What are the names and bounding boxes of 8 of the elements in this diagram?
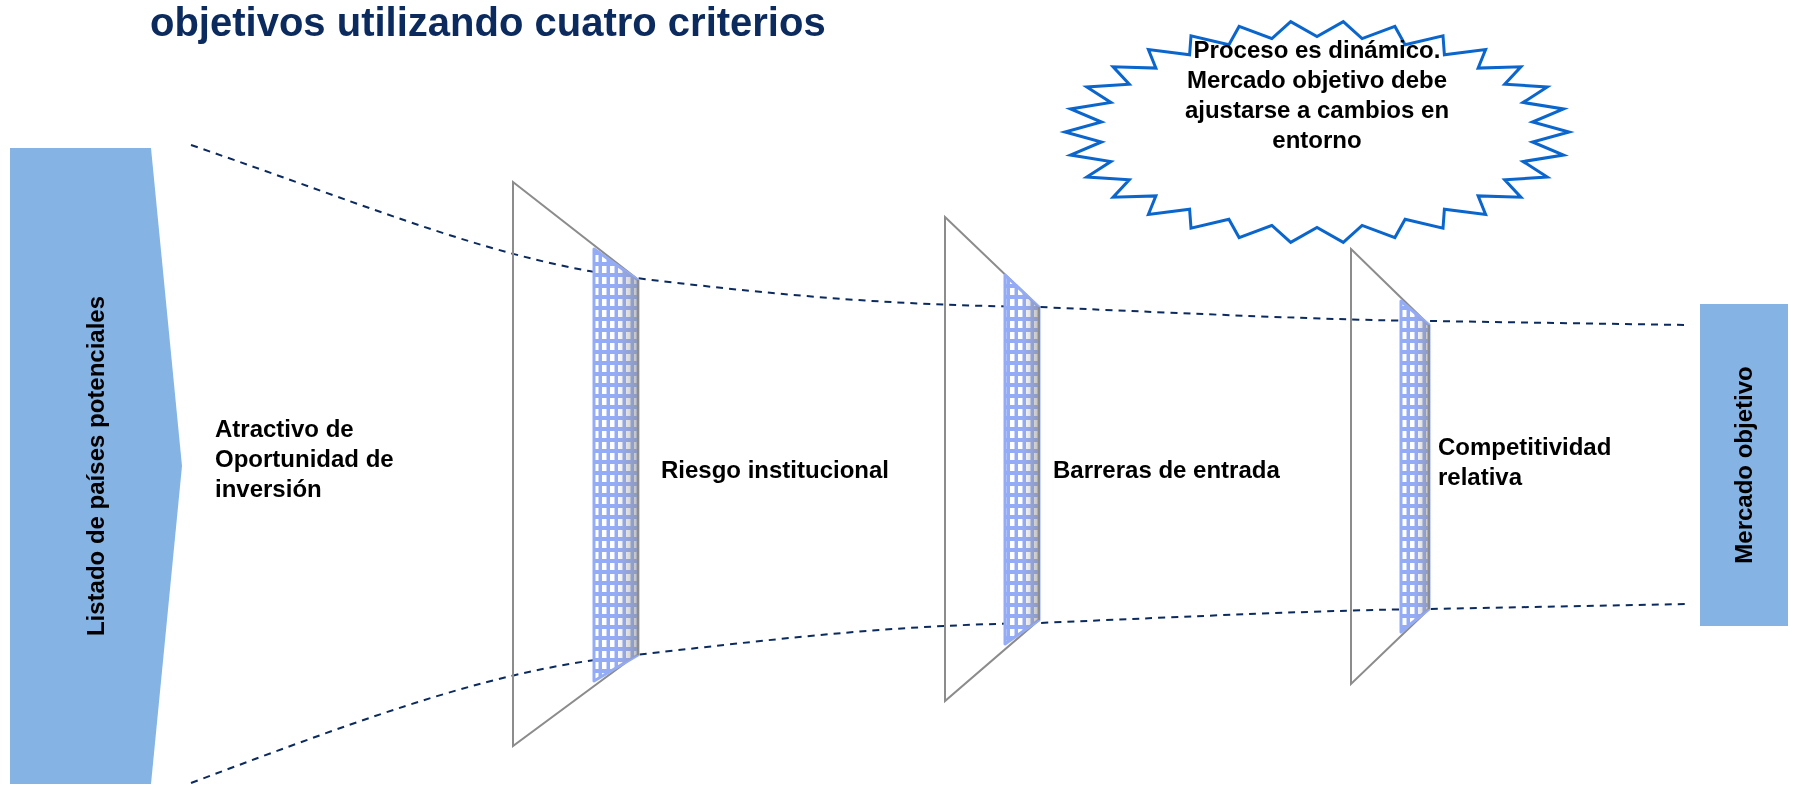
title: objetivos utilizando cuatro criterios <box>150 0 826 44</box>
criterion-label: Atractivo de Oportunidad de inversión <box>215 414 395 504</box>
criterion-label: Competitividad relativa <box>1438 432 1613 492</box>
criterion-label: Riesgo institucional <box>661 455 891 485</box>
node-label: Proceso es dinámico. Mercado objetivo debe ajustarse a cambios en entorno <box>1183 35 1451 155</box>
node-label: Mercado objetivo <box>1730 366 1758 564</box>
criterion-label: Barreras de entrada <box>1053 455 1281 485</box>
node-label: Listado de países potenciales <box>82 295 110 637</box>
